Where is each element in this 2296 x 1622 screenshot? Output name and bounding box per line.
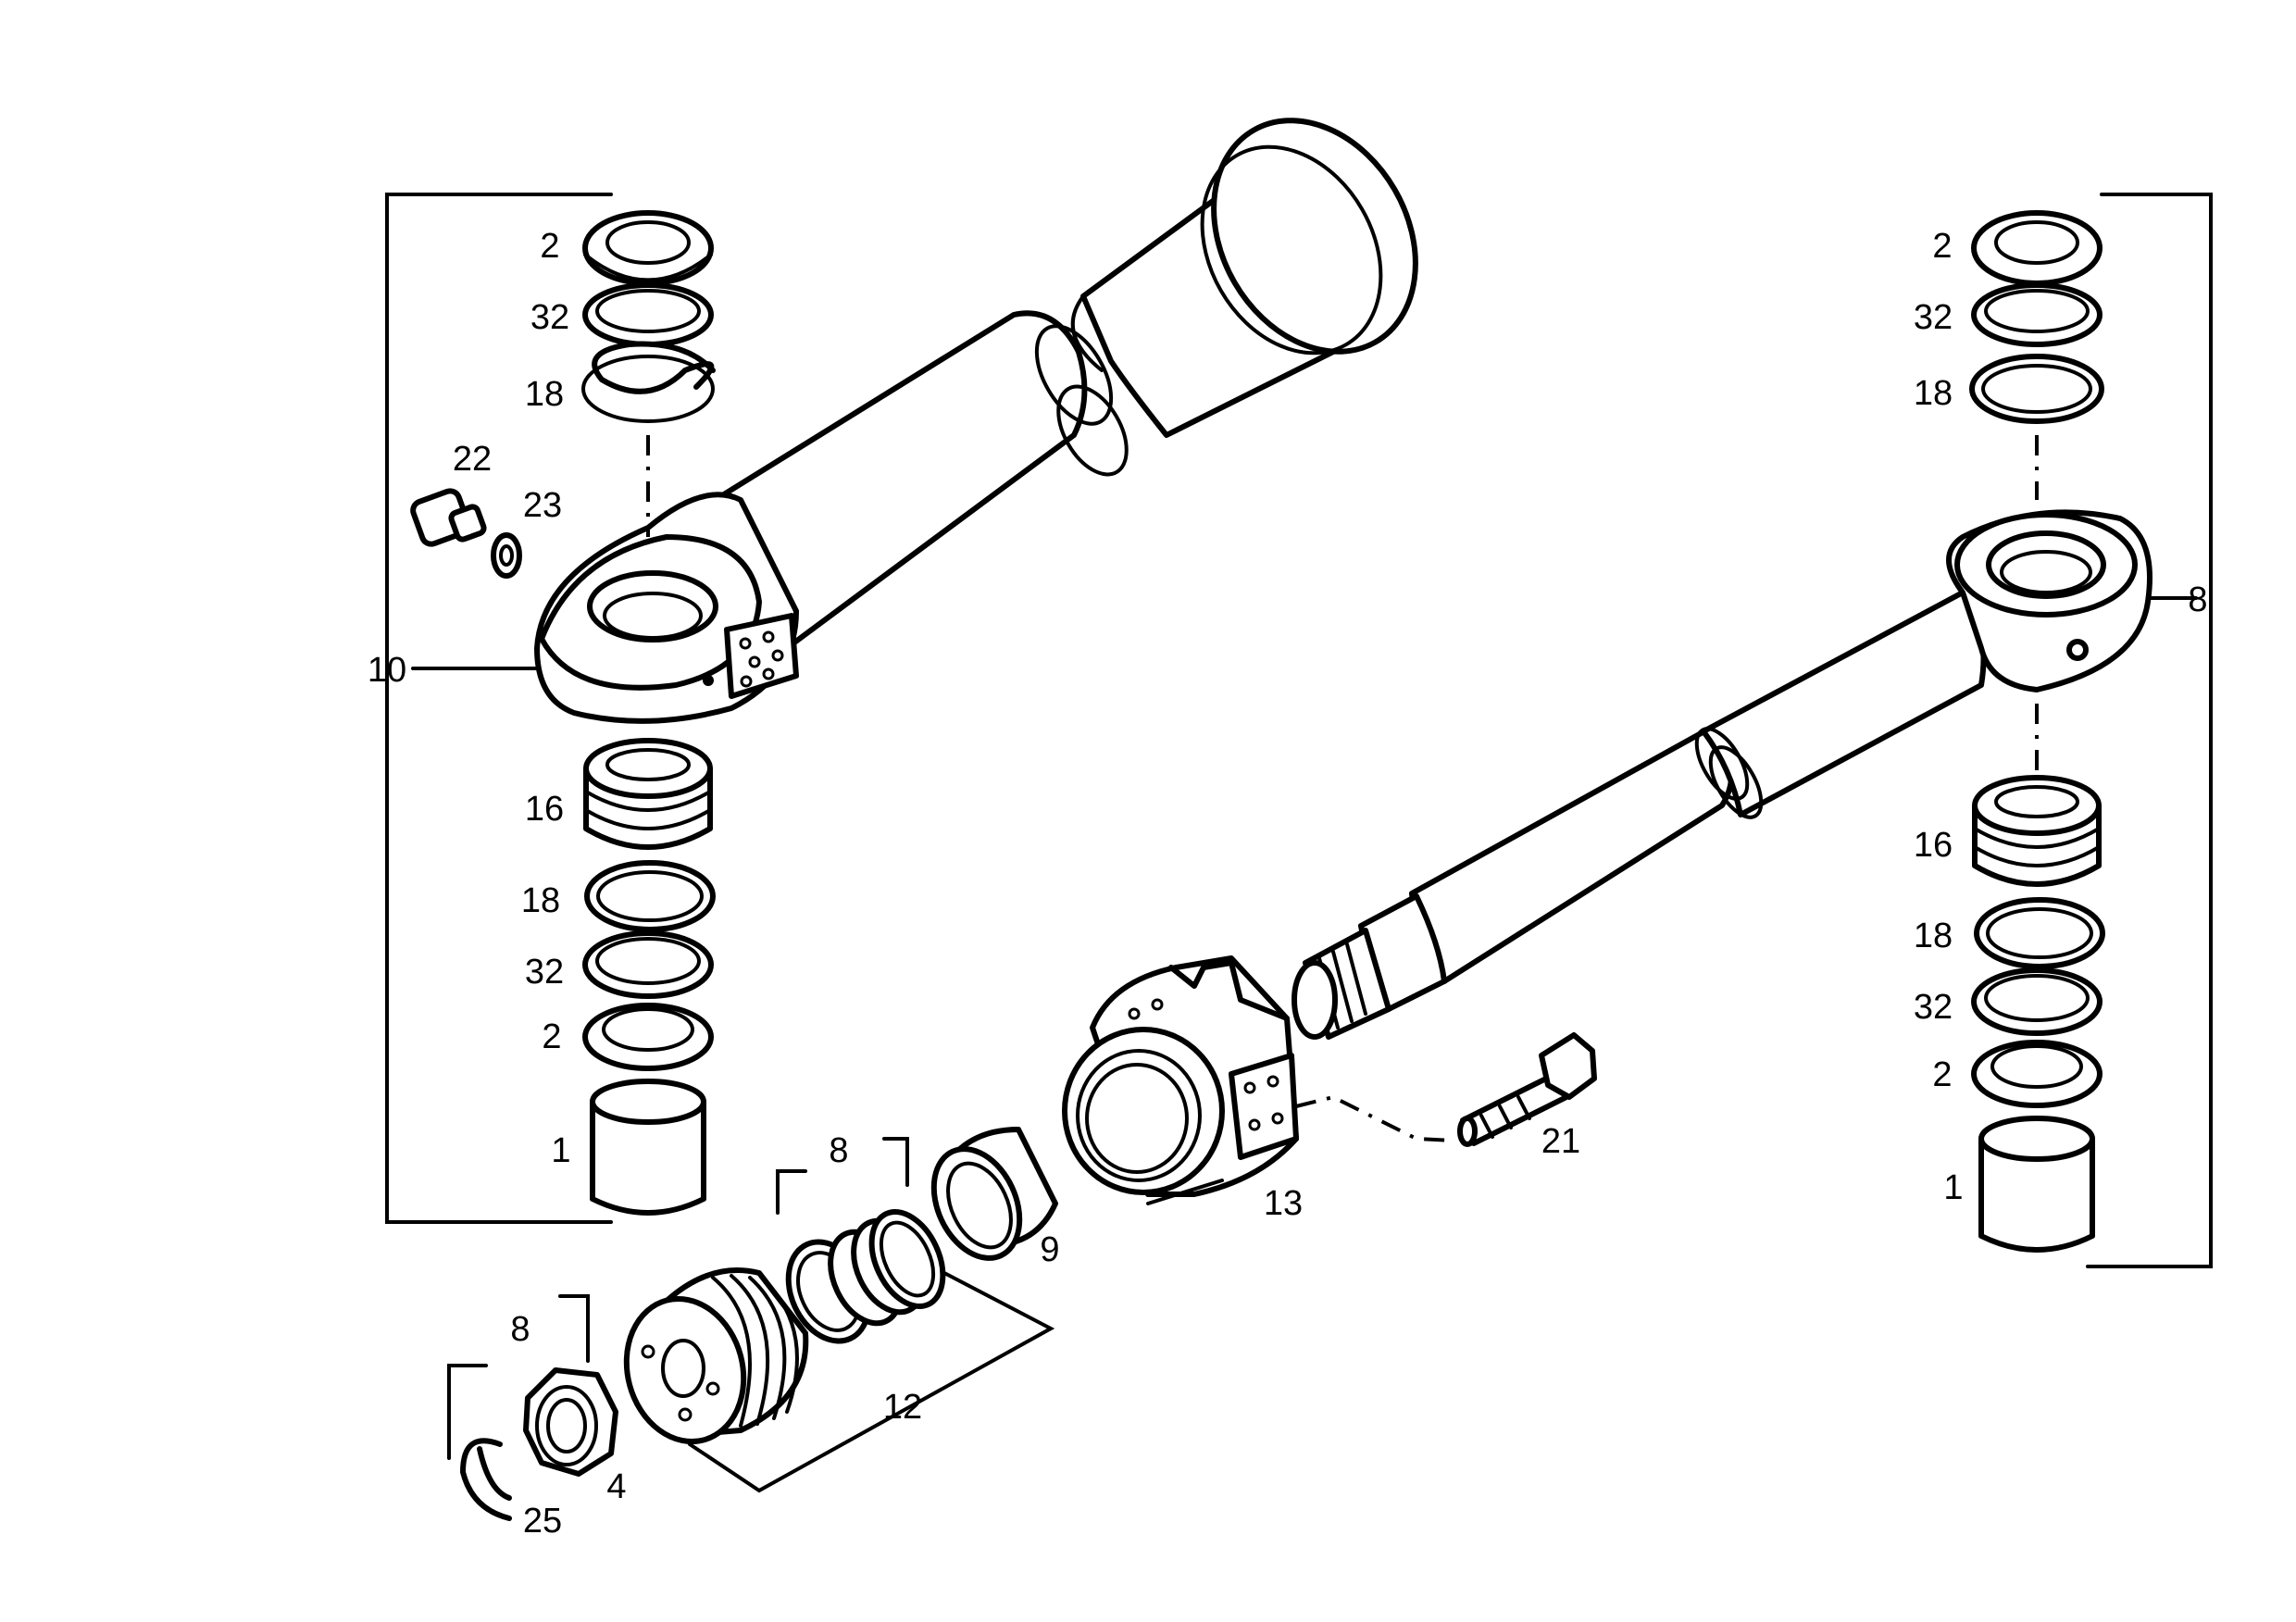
left-ring-32-top xyxy=(582,282,714,347)
left-ring-2-top xyxy=(582,210,714,286)
left-snap-ring-18-top xyxy=(581,341,716,423)
callout-right-8: 8 xyxy=(2188,580,2207,619)
cylinder-eye-10 xyxy=(534,492,799,724)
callout-22: 22 xyxy=(453,440,492,479)
callout-right-18-bottom: 18 xyxy=(1914,917,1953,955)
callout-13: 13 xyxy=(1264,1184,1303,1223)
right-bushing-16 xyxy=(1972,775,2102,887)
callout-left-1: 1 xyxy=(551,1131,570,1170)
right-snap-ring-18-bottom xyxy=(1974,897,2105,969)
left-snap-ring-18-bottom xyxy=(584,860,716,932)
right-ring-2-bottom xyxy=(1971,1040,2103,1108)
cylinder-head-13 xyxy=(1062,955,1299,1205)
callout-left-2-top: 2 xyxy=(540,227,559,266)
left-sleeve-1 xyxy=(590,1079,706,1216)
left-ring-32-bottom xyxy=(582,930,714,999)
rod-eye xyxy=(1946,509,2152,692)
left-ring-2-bottom xyxy=(582,1003,714,1071)
nut-4 xyxy=(523,1367,618,1477)
right-bracket-group-8 xyxy=(2086,193,2213,1268)
left-bracket-group-10 xyxy=(385,193,613,1224)
callout-right-2-bottom: 2 xyxy=(1932,1055,1952,1094)
left-part-stack xyxy=(410,210,716,1216)
retaining-ring-25 xyxy=(460,1438,512,1521)
callout-left-2-bottom: 2 xyxy=(542,1017,561,1056)
guide-sleeve-9 xyxy=(930,1127,1058,1261)
callout-4: 4 xyxy=(606,1467,626,1506)
callout-nut-8: 8 xyxy=(510,1310,530,1349)
left-bushing-16 xyxy=(583,738,713,850)
piston-rod xyxy=(1292,590,1987,1040)
callout-left-18-top: 18 xyxy=(525,375,564,414)
callout-right-32-top: 32 xyxy=(1914,298,1953,337)
right-snap-ring-18-top xyxy=(1969,354,2104,424)
washer-23 xyxy=(491,532,522,579)
right-ring-32-top xyxy=(1971,282,2103,347)
callout-left-32-bottom: 32 xyxy=(525,953,564,992)
callout-left-18-bottom: 18 xyxy=(521,881,560,920)
callout-12: 12 xyxy=(883,1388,922,1427)
cylinder-end-cap xyxy=(1200,118,1418,356)
plug-22 xyxy=(410,488,487,547)
callout-right-16: 16 xyxy=(1914,826,1953,865)
callout-21: 21 xyxy=(1541,1122,1580,1161)
bolt-21 xyxy=(1457,1032,1597,1147)
callout-seals-8: 8 xyxy=(829,1131,848,1170)
callout-9: 9 xyxy=(1040,1230,1059,1269)
callout-23: 23 xyxy=(523,486,562,525)
callout-10: 10 xyxy=(368,651,406,690)
right-part-stack xyxy=(1969,210,2105,1253)
right-ring-32-bottom xyxy=(1971,967,2103,1036)
callout-right-2-top: 2 xyxy=(1932,227,1952,266)
callout-right-18-top: 18 xyxy=(1914,374,1953,413)
callout-25: 25 xyxy=(523,1502,562,1541)
callout-right-32-bottom: 32 xyxy=(1914,988,1953,1027)
callout-right-1: 1 xyxy=(1943,1168,1963,1207)
callout-left-16: 16 xyxy=(525,790,564,829)
cylinder-barrel xyxy=(682,118,1418,651)
right-ring-2-top xyxy=(1971,210,2103,286)
piston-12 xyxy=(623,1267,1055,1493)
callout-labels: 2 32 18 22 23 10 16 18 32 2 1 8 9 12 13 … xyxy=(368,227,2208,1541)
right-sleeve-1 xyxy=(1978,1116,2095,1253)
seal-set-8 xyxy=(776,1137,946,1344)
callout-left-32-top: 32 xyxy=(530,298,569,337)
